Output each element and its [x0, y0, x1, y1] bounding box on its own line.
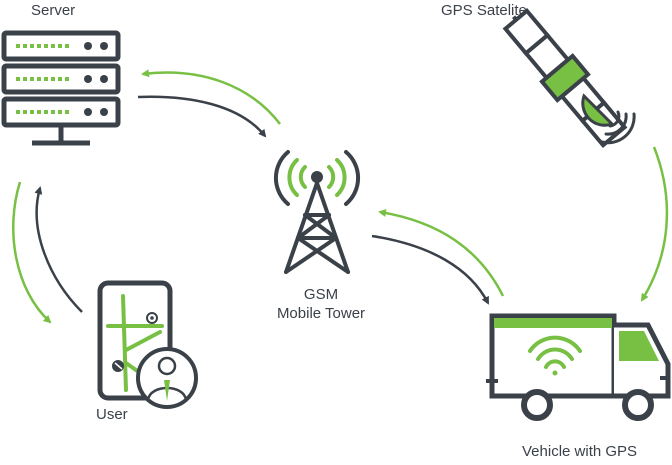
- arrow-tower-to-vehicle: [371, 234, 490, 305]
- arrow-server-to-user: [12, 181, 52, 324]
- user-avatar-icon: [136, 347, 198, 409]
- vehicle-label: Vehicle with GPS: [522, 443, 638, 460]
- satellite-dish-icon: [581, 93, 636, 145]
- truck-icon: [486, 313, 671, 421]
- mobile-tower-label: Mobile Tower: [276, 305, 366, 322]
- user-label: User: [96, 406, 128, 423]
- arrow-vehicle-to-tower: [378, 209, 505, 297]
- arrow-user-to-server: [34, 186, 83, 313]
- wifi-icon: [528, 335, 582, 376]
- server-label: Server: [31, 2, 76, 19]
- server-icon: [1, 30, 121, 146]
- tower-icon: [273, 150, 361, 274]
- gps-satellite-label: GPS Satelite: [441, 2, 527, 19]
- gsm-label: GSM: [303, 286, 339, 303]
- arrow-server-to-tower: [137, 95, 267, 138]
- arrow-tower-to-server: [141, 69, 281, 125]
- arrow-satellite-to-vehicle: [640, 146, 669, 302]
